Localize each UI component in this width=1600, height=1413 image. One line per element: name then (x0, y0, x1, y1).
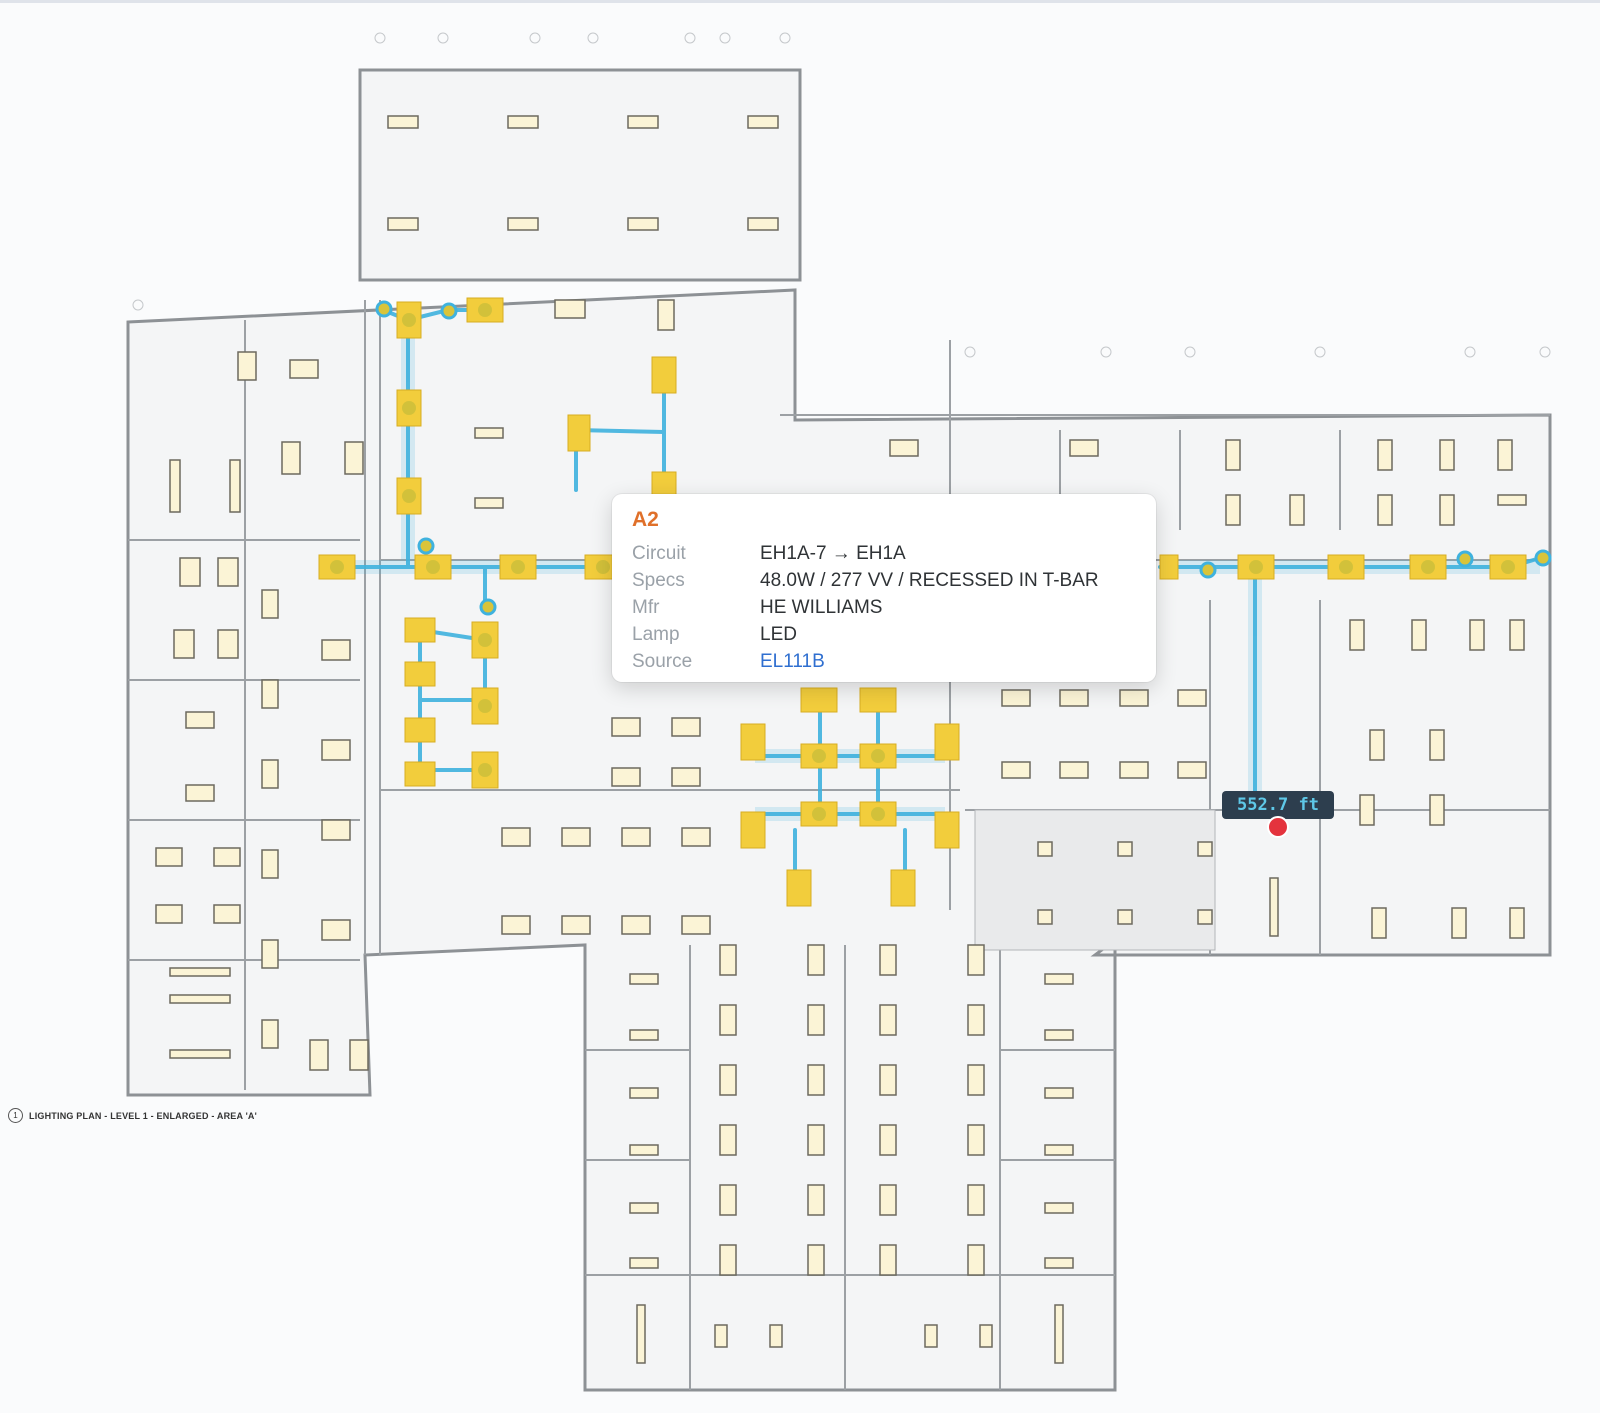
hatched-zone (974, 809, 1216, 951)
fixture-symbols (155, 115, 1527, 1364)
fixture-tooltip: A2 Circuit EH1A-7 → EH1A Specs 48.0W / 2… (612, 494, 1156, 682)
measurement-label: 552.7 ft (1222, 791, 1334, 819)
tooltip-label: Specs (632, 569, 685, 591)
tooltip-label: Mfr (632, 596, 660, 618)
tooltip-label: Circuit (632, 542, 686, 564)
tooltip-label: Source (632, 650, 693, 672)
plan-title: LIGHTING PLAN - LEVEL 1 - ENLARGED - ARE… (29, 1110, 257, 1121)
measurement-endpoint-marker[interactable] (1267, 816, 1289, 838)
plan-title-block: 1 LIGHTING PLAN - LEVEL 1 - ENLARGED - A… (8, 1108, 257, 1123)
tooltip-row-circuit: Circuit EH1A-7 → EH1A (632, 540, 1136, 567)
tooltip-value: 48.0W / 277 VV / RECESSED IN T-BAR (760, 569, 1099, 591)
tooltip-value: LED (760, 623, 797, 645)
fixture-type-title: A2 (632, 508, 659, 531)
tooltip-row-specs: Specs 48.0W / 277 VV / RECESSED IN T-BAR (632, 567, 1136, 594)
grid-bubbles (132, 32, 1551, 358)
building-walls (126, 68, 1552, 1392)
top-border (0, 0, 1600, 3)
tooltip-row-source: Source EL111B (632, 648, 1136, 675)
tooltip-value: EH1A-7 → EH1A (760, 542, 906, 564)
circuit-path-glow (334, 320, 1540, 821)
tooltip-label: Lamp (632, 623, 680, 645)
plan-number: 1 (8, 1108, 23, 1123)
source-sheet-link[interactable]: EL111B (760, 650, 825, 672)
circuit-nodes[interactable] (375, 300, 1552, 616)
tooltip-row-lamp: Lamp LED (632, 621, 1136, 648)
tooltip-row-mfr: Mfr HE WILLIAMS (632, 594, 1136, 621)
tooltip-value: HE WILLIAMS (760, 596, 883, 618)
fixture-centers (330, 303, 1515, 821)
